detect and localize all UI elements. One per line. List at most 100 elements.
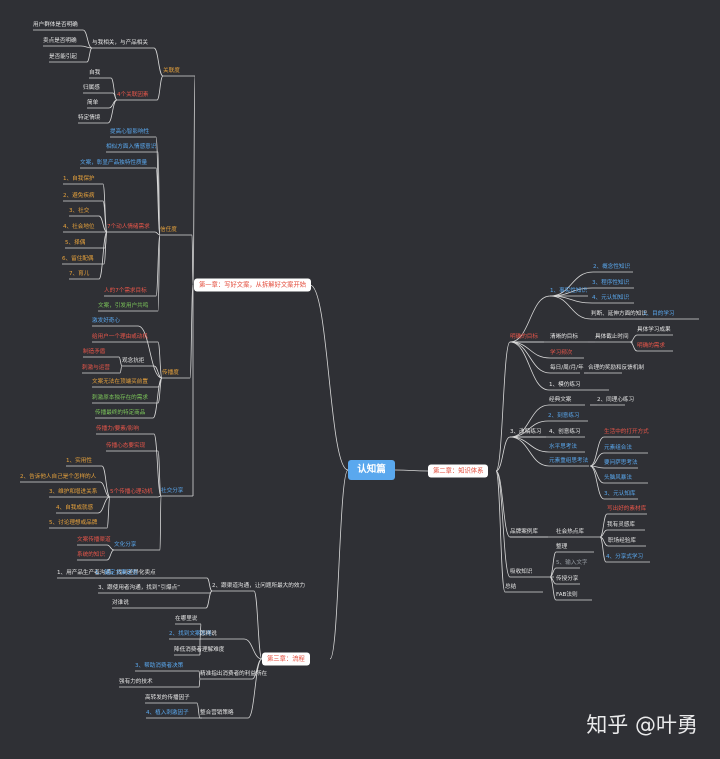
topic-node[interactable]: 传播最终的特定商品 [95,409,146,416]
topic-node[interactable]: 文案，彰显产品独特性质量 [80,159,148,166]
topic-node[interactable]: 具体截止时间 [595,333,629,340]
topic-node[interactable]: 要问萨思考法 [604,459,638,466]
topic-node[interactable]: 与我相关，与产品相关 [92,39,148,46]
topic-node[interactable]: 合理的奖励和反馈机制 [588,364,644,371]
topic-node[interactable]: 4、分享式学习 [606,553,644,560]
topic-node[interactable]: 4、植入刺激因子 [146,709,189,716]
topic-node[interactable]: 2、概念性知识 [593,263,631,270]
topic-node[interactable]: 清晰的目标 [550,333,578,340]
topic-node[interactable]: 4个关联因素 [117,91,149,98]
topic-node[interactable]: 2、同理心练习 [597,396,635,403]
topic-node[interactable]: 1、目的学习 [643,310,675,317]
topic-node[interactable]: 5、择偶 [65,239,86,246]
topic-node[interactable]: 文案传播渠道 [77,536,111,543]
topic-node[interactable]: 写出好的素材库 [607,505,647,512]
topic-node[interactable]: 3、改稿练习 [510,428,542,435]
topic-node[interactable]: 制造矛盾 [83,348,106,355]
topic-node[interactable]: 1、事实性知识 [550,287,588,294]
topic-node[interactable]: 4、自我成就感 [56,504,94,511]
topic-node[interactable]: 给用户一个理由或动机 [92,333,148,340]
topic-node[interactable]: 整理 [556,543,568,550]
chapter-1-node[interactable]: 第一章：写好文案，从拆解好文案开始 [194,278,312,292]
topic-node[interactable]: 经典文案 [549,396,572,403]
topic-node[interactable]: 卖点是否明确 [43,37,77,44]
topic-node[interactable]: 提高心智影响性 [110,128,150,135]
topic-node[interactable]: 特定情境 [78,114,101,121]
topic-node[interactable]: 3、跟使用者沟通，找到“引爆点” [98,584,181,591]
topic-node[interactable]: 明确的目标 [510,333,538,340]
topic-node[interactable]: 关联度 [163,67,180,74]
topic-node[interactable]: 传播力/要素/影响 [96,425,139,432]
topic-node[interactable]: 4、创意练习 [549,428,581,435]
topic-node[interactable]: 元素重组思考法 [549,457,589,464]
root-node[interactable]: 认知篇 [348,460,395,480]
topic-node[interactable]: 精准指出消费者的利益所在 [200,670,268,677]
topic-node[interactable]: 简单 [87,99,99,106]
topic-node[interactable]: 1、实用性 [66,457,92,464]
topic-node[interactable]: 2、跟渠道沟通，让问题所最大的效力 [212,582,306,589]
topic-node[interactable]: 3、程序性知识 [592,279,630,286]
topic-node[interactable]: 社会热点库 [556,528,584,535]
chapter-2-node[interactable]: 第二章：知识体系 [428,464,489,478]
topic-node[interactable]: 传播度 [162,369,179,376]
topic-node[interactable]: 激发好奇心 [92,317,120,324]
topic-node[interactable]: 降低消费者理解难度 [174,646,225,653]
topic-node[interactable]: 3、帮助消费者决策 [135,662,184,669]
topic-node[interactable]: 相似方面入情感意识 [106,143,157,150]
topic-node[interactable]: 1、用产品生产者沟通，找到差异化卖点 [57,569,156,576]
topic-node[interactable]: 4、社会地位 [63,223,95,230]
topic-node[interactable]: 刺激原本独存在的需求 [92,394,148,401]
topic-node[interactable]: 5、输入文字 [556,559,588,566]
topic-node[interactable]: 水平思考法 [549,443,577,450]
topic-node[interactable]: 1、模仿练习 [549,381,581,388]
topic-node[interactable]: 用户群体是否明确 [33,21,78,28]
topic-node[interactable]: 2、刻意练习 [548,412,580,419]
topic-node[interactable]: 2、找到文案策略 [169,630,212,637]
topic-node[interactable]: 传播心态要实现 [106,442,146,449]
topic-node[interactable]: 传授分享 [556,575,579,582]
topic-node[interactable]: 整合营销策略 [200,709,234,716]
chapter-3-node[interactable]: 第三章：流程 [262,652,310,666]
topic-node[interactable]: 判断、延伸方面的知识 [591,310,647,317]
topic-node[interactable]: 4、元认知知识 [592,294,630,301]
topic-node[interactable]: 吸收知识 [510,568,533,575]
topic-node[interactable]: 2、告诉他人自己是个怎样的人 [20,473,97,480]
topic-node[interactable]: 强有力的技术 [119,678,153,685]
topic-node[interactable]: 元素组合法 [604,444,632,451]
topic-node[interactable]: 品牌案例库 [510,528,538,535]
topic-node[interactable]: 系统的知识 [77,551,105,558]
topic-node[interactable]: 信任度 [160,226,177,233]
topic-node[interactable]: 3、社交 [69,207,90,214]
topic-node[interactable]: 职场经验库 [608,537,636,544]
topic-node[interactable]: 高转发的传播因子 [145,694,190,701]
topic-node[interactable]: 自我 [89,69,101,76]
topic-node[interactable]: 7、育儿 [69,270,90,277]
topic-node[interactable]: 社交分享 [161,487,184,494]
topic-node[interactable]: 1、自我保护 [63,175,95,182]
topic-node[interactable]: 怎样说 [200,630,217,637]
topic-node[interactable]: 观念抗拒 [122,357,145,364]
topic-node[interactable]: 文案，引发用户共鸣 [98,302,149,309]
topic-node[interactable]: 7个动人情绪需求 [107,223,150,230]
topic-node[interactable]: 文化分享 [114,541,137,548]
topic-node[interactable]: 人的7个需求目标 [104,287,147,294]
topic-node[interactable]: 对谁说 [112,599,129,606]
topic-node[interactable]: 明确的需求 [637,342,665,349]
topic-node[interactable]: 学习频次 [550,349,573,356]
topic-node[interactable]: 5个传播心理动机 [110,488,153,495]
topic-node[interactable]: 头脑风暴法 [604,474,632,481]
topic-node[interactable]: FAB法则 [556,591,578,598]
topic-node[interactable]: 在哪里说 [175,615,198,622]
topic-node[interactable]: 生活中的打开方式 [604,428,649,435]
topic-node[interactable]: 2、避免疾病 [63,192,95,199]
topic-node[interactable]: 文案无法在顶端买前置 [92,378,148,385]
topic-node[interactable]: 总结 [505,583,517,590]
topic-node[interactable]: 5、讨论理想或品牌 [49,519,98,526]
topic-node[interactable]: 具体学习成果 [637,326,671,333]
topic-node[interactable]: 3、元认知库 [604,490,636,497]
topic-node[interactable]: 6、留住配偶 [62,255,94,262]
topic-node[interactable]: 是否能引起 [49,53,77,60]
topic-node[interactable]: 1、锚定文案定位 [95,569,138,576]
topic-node[interactable]: 我有灵感库 [607,521,635,528]
topic-node[interactable]: 3、维护和增进关系 [49,488,98,495]
